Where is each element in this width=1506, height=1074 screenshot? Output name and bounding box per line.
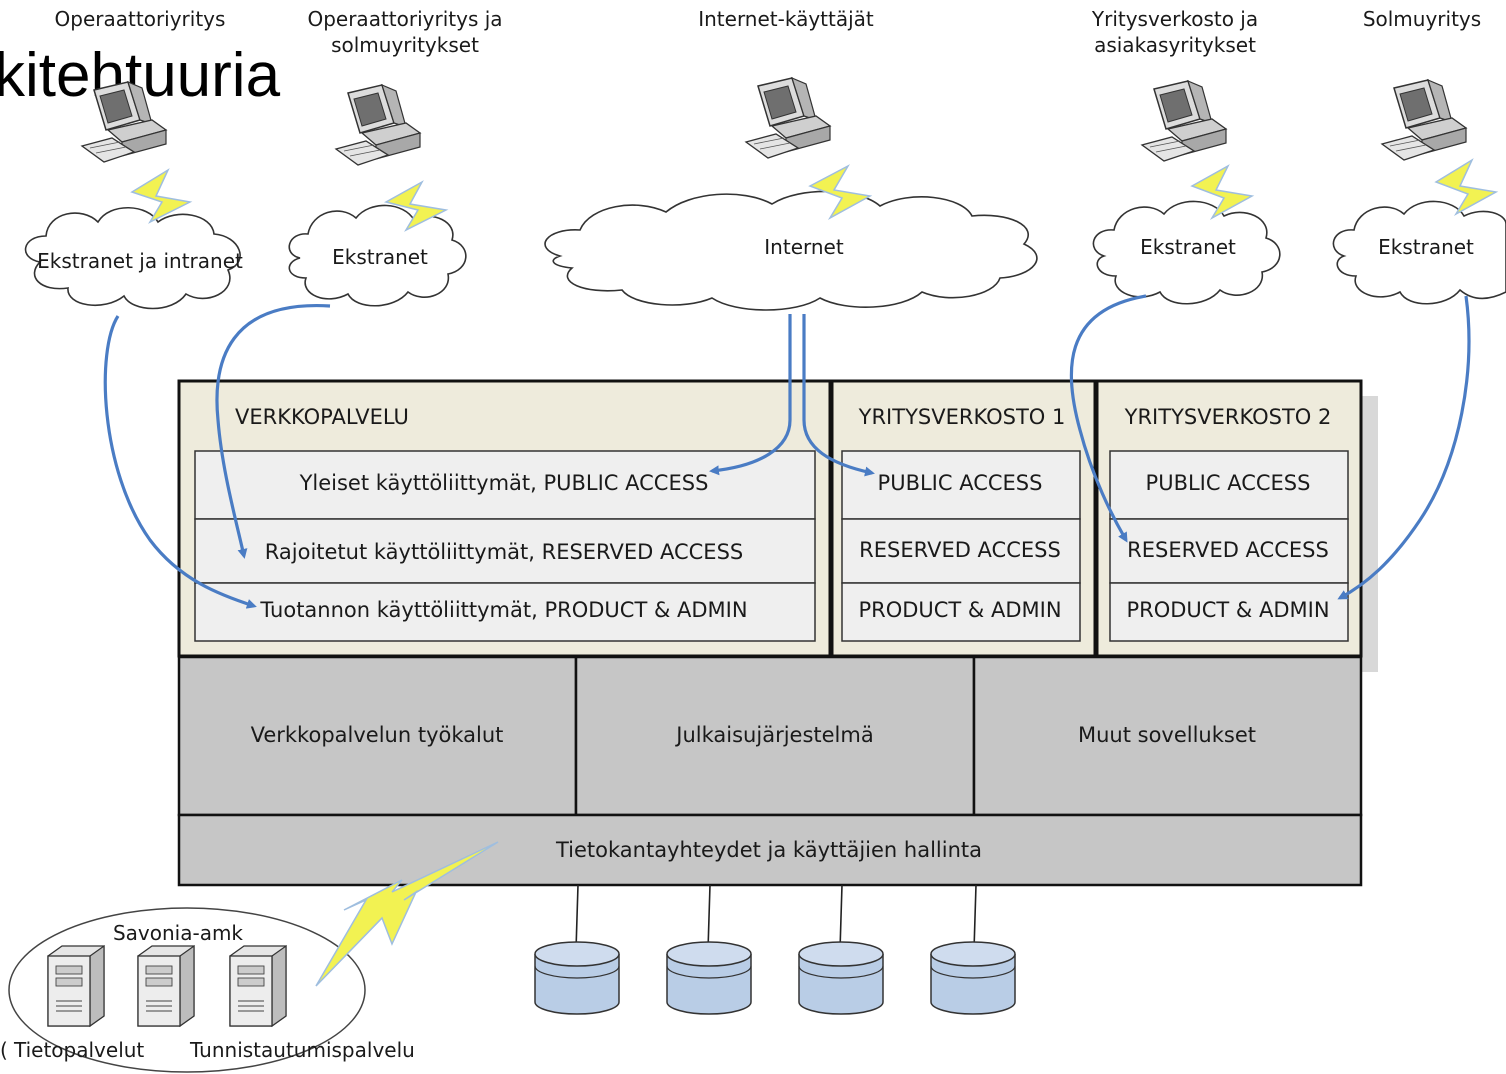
- lightning-icon: [315, 841, 499, 987]
- yritysverkosto1-row-public: PUBLIC ACCESS: [878, 471, 1043, 495]
- cloud-ekstranet-operaattori: Ekstranet: [288, 204, 467, 307]
- verkkopalvelu-title: VERKKOPALVELU: [235, 405, 409, 429]
- tool-verkkopalvelun-tyokalut: Verkkopalvelun työkalut: [251, 723, 504, 747]
- savonia-tietopalvelut: Tietopalvelut: [13, 1038, 144, 1062]
- svg-text:Ekstranet: Ekstranet: [1378, 235, 1474, 259]
- yritysverkosto1-panel: YRITYSVERKOSTO 1 PUBLIC ACCESS RESERVED …: [830, 379, 1097, 658]
- db-layer-label: Tietokantayhteydet ja käyttäjien hallint…: [555, 838, 982, 862]
- panel-shadow: [1362, 396, 1378, 672]
- yritysverkosto2-row-public: PUBLIC ACCESS: [1146, 471, 1311, 495]
- user-label-solmuyritys: Solmuyritys: [1363, 7, 1481, 31]
- verkkopalvelu-row-reserved: Rajoitetut käyttöliittymät, RESERVED ACC…: [265, 540, 743, 564]
- lightning-icon: [1190, 164, 1255, 220]
- arrow-internet-to-public: [709, 314, 792, 476]
- arrow-ekstranet-to-yv2-product: [1337, 295, 1471, 600]
- verkkopalvelu-row-public: Yleiset käyttöliittymät, PUBLIC ACCESS: [299, 471, 709, 495]
- yritysverkosto2-row-reserved: RESERVED ACCESS: [1127, 538, 1329, 562]
- lightning-icon: [383, 180, 449, 232]
- cloud-ekstranet-solmuyritys: Ekstranet: [1332, 200, 1506, 305]
- database-icon: [666, 941, 752, 1015]
- savonia-tunnistautumispalvelu: Tunnistautumispalvelu: [189, 1038, 415, 1062]
- server-icon: [47, 945, 105, 1027]
- arrow-ekstranet-to-reserved: [215, 304, 331, 559]
- tool-julkaisujarjestelma: Julkaisujärjestelmä: [674, 723, 873, 747]
- computer-icon: [335, 84, 421, 166]
- lightning-icon: [808, 164, 873, 220]
- user-label-operaattori-solmu-line2: solmuyritykset: [331, 33, 479, 57]
- verkkopalvelu-row-product: Tuotannon käyttöliittymät, PRODUCT & ADM…: [259, 598, 747, 622]
- svg-text:Ekstranet: Ekstranet: [1140, 235, 1236, 259]
- arrow-ekstranet-to-yv2-reserved: [1069, 294, 1147, 543]
- yritysverkosto2-panel: YRITYSVERKOSTO 2 PUBLIC ACCESS RESERVED …: [1095, 379, 1363, 658]
- savonia-title: Savonia-amk: [113, 921, 243, 945]
- computer-icon: [1141, 80, 1227, 162]
- svg-text:Ekstranet ja intranet: Ekstranet ja intranet: [37, 249, 243, 273]
- savonia-left-paren: (: [0, 1038, 8, 1062]
- verkkopalvelu-panel: VERKKOPALVELU Yleiset käyttöliittymät, P…: [177, 379, 832, 658]
- yritysverkosto1-row-product: PRODUCT & ADMIN: [858, 598, 1061, 622]
- cloud-ekstranet-intranet: Ekstranet ja intranet: [24, 206, 243, 310]
- user-label-yritysverkosto-line1: Yritysverkosto ja: [1091, 7, 1258, 31]
- svg-text:Internet: Internet: [764, 235, 844, 259]
- server-icon: [229, 945, 287, 1027]
- yritysverkosto2-title: YRITYSVERKOSTO 2: [1124, 405, 1332, 429]
- user-label-operaattoriyritys: Operaattoriyritys: [55, 7, 226, 31]
- server-icon: [137, 945, 195, 1027]
- yritysverkosto2-row-product: PRODUCT & ADMIN: [1126, 598, 1329, 622]
- cloud-internet: Internet: [544, 190, 1038, 311]
- arrow-ekstranet-intranet-to-product: [103, 315, 257, 609]
- cloud-ekstranet-yritysverkosto: Ekstranet: [1092, 200, 1281, 305]
- user-label-operaattori-solmu-line1: Operaattoriyritys ja: [307, 7, 502, 31]
- lightning-icon: [1434, 158, 1499, 216]
- user-label-yritysverkosto-line2: asiakasyritykset: [1094, 33, 1256, 57]
- savonia-group: Savonia-amk ( Tietopalvelut Tunnistautum…: [0, 907, 415, 1073]
- database-icon: [798, 941, 884, 1015]
- tools-layer: Verkkopalvelun työkalut Julkaisujärjeste…: [177, 655, 1363, 817]
- user-label-internet-users: Internet-käyttäjät: [698, 7, 874, 31]
- yritysverkosto1-row-reserved: RESERVED ACCESS: [859, 538, 1061, 562]
- database-icon: [930, 941, 1016, 1015]
- computer-icon: [745, 77, 831, 159]
- lightning-icon: [130, 168, 193, 224]
- computer-icon: [1381, 79, 1467, 161]
- yritysverkosto1-title: YRITYSVERKOSTO 1: [858, 405, 1066, 429]
- database-layer: Tietokantayhteydet ja käyttäjien hallint…: [177, 813, 1363, 887]
- arrow-internet-to-yv1-public: [802, 314, 875, 477]
- database-icon: [534, 941, 620, 1015]
- tool-muut-sovellukset: Muut sovellukset: [1078, 723, 1256, 747]
- svg-text:Ekstranet: Ekstranet: [332, 245, 428, 269]
